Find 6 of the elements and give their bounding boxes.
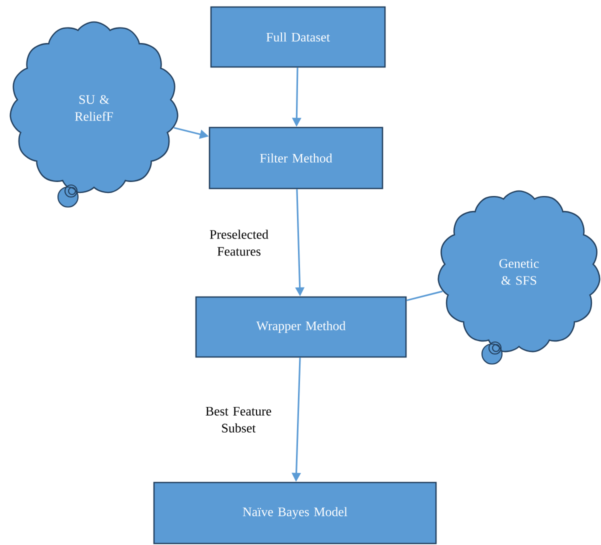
- edge-label: Preselected Features: [210, 230, 268, 256]
- process-box: Naïve Bayes Model: [153, 482, 437, 544]
- process-box: Full Dataset: [210, 6, 386, 68]
- process-box: Wrapper Method: [195, 296, 407, 358]
- process-box: Filter Method: [208, 126, 384, 190]
- edge-label: Best Feature Subset: [206, 406, 272, 432]
